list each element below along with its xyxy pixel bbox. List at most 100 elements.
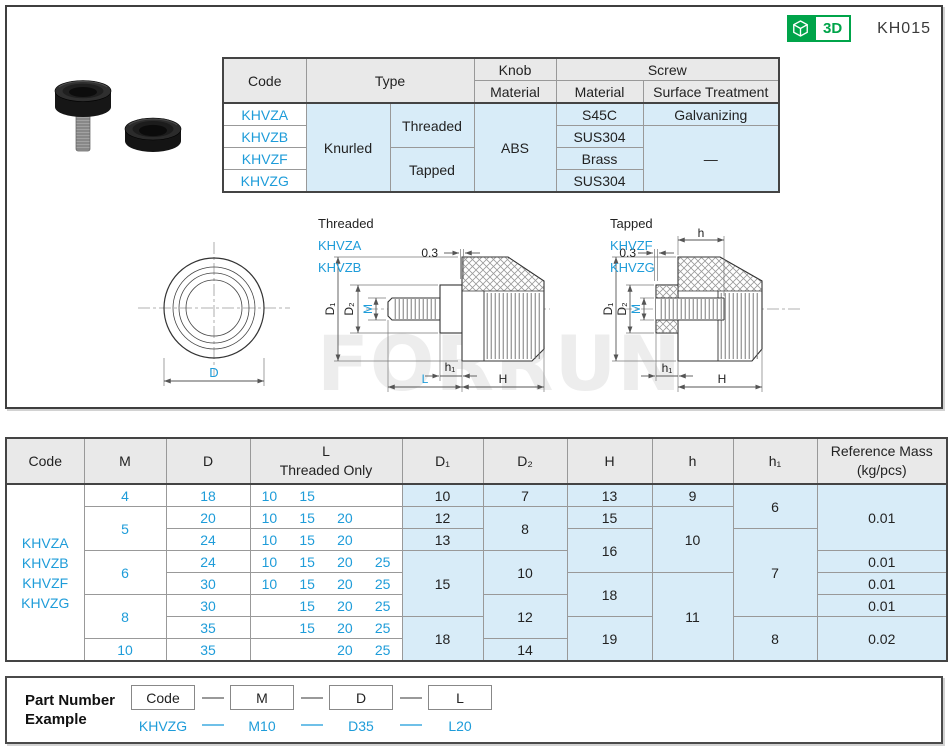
size-link-m[interactable]: 5: [83, 506, 167, 551]
spec-header-knob-material: Material: [473, 80, 557, 104]
size-link-l[interactable]: 20: [337, 575, 353, 592]
size-link-l[interactable]: 15: [299, 553, 315, 570]
code-link[interactable]: KHVZG: [21, 594, 70, 611]
dim-value: 12: [401, 506, 484, 529]
dim-label-d1: D₁: [601, 303, 615, 316]
product-photo: [54, 80, 182, 152]
size-link-m[interactable]: 6: [83, 550, 167, 595]
size-link-d[interactable]: 35: [165, 638, 251, 662]
size-link-l[interactable]: [364, 532, 402, 548]
spec-table: Code Type Knob Screw Material Material S…: [222, 57, 781, 193]
size-link-d[interactable]: 35: [165, 616, 251, 639]
size-link-d[interactable]: 18: [165, 483, 251, 507]
size-link-l[interactable]: [251, 598, 289, 614]
size-link-l[interactable]: 10: [261, 575, 278, 592]
dash-icon: [300, 697, 323, 699]
spec-header-code: Code: [222, 57, 307, 104]
pn-separator: [195, 685, 230, 735]
threaded-drawing: 0.3 D₁ D₂ M h₁ L H: [323, 246, 550, 392]
pn-value-m[interactable]: M10: [248, 718, 276, 734]
size-link-l[interactable]: 25: [374, 553, 391, 570]
pn-unit-d: D D35: [329, 685, 393, 734]
size-link-l[interactable]: 10: [261, 531, 278, 548]
spec-cell-screw-material: Brass: [555, 147, 644, 170]
code-link[interactable]: KHVZF: [610, 238, 653, 253]
dim-value: 6: [732, 483, 818, 529]
spec-cell-threaded: Threaded: [389, 102, 475, 148]
3d-cube-icon[interactable]: [787, 15, 815, 42]
code-link[interactable]: KHVZB: [21, 554, 69, 571]
dim-value: 0.01: [816, 483, 948, 551]
size-link-m[interactable]: 8: [83, 594, 167, 639]
size-link-l[interactable]: 25: [374, 641, 391, 658]
spec-row: KHVZF Tapped Brass: [222, 147, 779, 193]
pn-box-m: M: [230, 685, 294, 710]
size-link-l[interactable]: [251, 642, 289, 658]
size-link-l[interactable]: 20: [337, 553, 353, 570]
size-link-l[interactable]: 15: [299, 531, 315, 548]
threaded-label-block: Threaded KHVZA KHVZB: [318, 213, 374, 279]
pn-value-code[interactable]: KHVZG: [138, 718, 188, 734]
dash-icon: [201, 724, 224, 726]
l-options-cell: 15 20 25: [249, 616, 403, 639]
pn-value-d[interactable]: D35: [348, 718, 374, 734]
dim-value: 0.01: [816, 572, 948, 595]
size-link-l[interactable]: 25: [374, 575, 391, 592]
size-link-l[interactable]: 15: [299, 575, 315, 592]
size-link-l[interactable]: 15: [299, 487, 315, 504]
size-link-m[interactable]: 10: [83, 638, 167, 662]
code-link[interactable]: KHVZA: [21, 534, 69, 551]
size-link-l[interactable]: 20: [337, 597, 353, 614]
size-link-m[interactable]: 4: [83, 483, 167, 507]
dim-value: 15: [401, 550, 484, 617]
pn-box-l: L: [428, 685, 492, 710]
size-link-l[interactable]: 25: [374, 597, 391, 614]
size-link-d[interactable]: 24: [165, 550, 251, 573]
dash-icon: [399, 697, 422, 699]
pn-value-l[interactable]: L20: [448, 718, 472, 734]
size-link-l[interactable]: 10: [261, 553, 278, 570]
size-link-l[interactable]: 15: [299, 619, 315, 636]
code-link[interactable]: KHVZA: [318, 238, 362, 253]
size-link-l[interactable]: 20: [337, 619, 353, 636]
size-link-d[interactable]: 30: [165, 594, 251, 617]
size-link-l[interactable]: [288, 642, 326, 658]
code-link[interactable]: KHVZB: [318, 260, 362, 275]
size-link-d[interactable]: 30: [165, 572, 251, 595]
size-link-l[interactable]: 25: [374, 619, 391, 636]
size-link-l[interactable]: [364, 510, 402, 526]
3d-view-button[interactable]: 3D: [814, 15, 852, 42]
dim-value: 11: [651, 572, 734, 662]
code-link[interactable]: KHVZG: [610, 260, 655, 275]
dim-header-d1: D₁: [401, 437, 484, 485]
size-link-l[interactable]: 20: [337, 509, 353, 526]
size-link-l[interactable]: 20: [337, 531, 353, 548]
dash-icon: [399, 724, 422, 726]
size-link-d[interactable]: 24: [165, 528, 251, 551]
dim-value: 15: [566, 506, 653, 529]
size-link-l[interactable]: [364, 488, 402, 504]
size-link-l[interactable]: 10: [261, 509, 278, 526]
dim-label-L: L: [422, 372, 429, 386]
dim-value: 13: [401, 528, 484, 551]
l-options-cell: 10 15: [249, 483, 403, 507]
code-link[interactable]: KHVZG: [222, 169, 307, 193]
l-options-cell: 10 15 20 25: [249, 572, 403, 595]
size-link-l[interactable]: 15: [299, 509, 315, 526]
code-link[interactable]: KHVZA: [222, 102, 307, 126]
pn-box-code: Code: [131, 685, 195, 710]
size-link-l[interactable]: [326, 488, 364, 504]
size-link-l[interactable]: 20: [337, 641, 353, 658]
code-link[interactable]: KHVZF: [22, 574, 69, 591]
size-link-d[interactable]: 20: [165, 506, 251, 529]
size-link-l[interactable]: 10: [261, 487, 278, 504]
pn-unit-m: M M10: [230, 685, 294, 734]
size-link-l[interactable]: [251, 620, 289, 636]
size-link-l[interactable]: 15: [299, 597, 315, 614]
dim-header-mass-line1: Reference Mass: [830, 443, 933, 460]
code-link[interactable]: KHVZF: [222, 147, 307, 170]
code-link[interactable]: KHVZB: [222, 125, 307, 148]
